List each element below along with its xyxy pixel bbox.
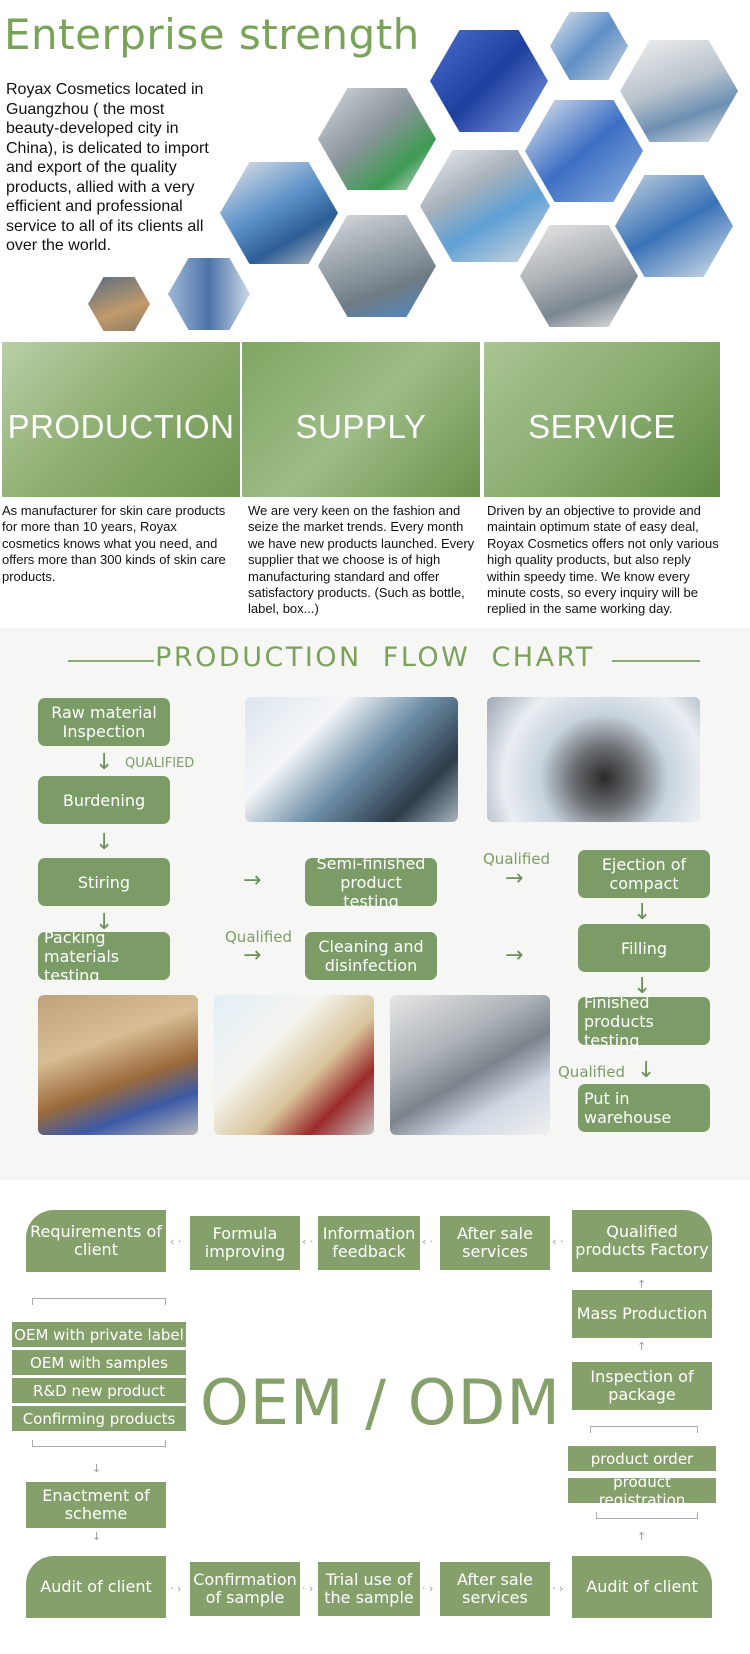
hex-photo-worker-gown: [220, 162, 338, 264]
page-title: Enterprise strength: [4, 10, 420, 59]
arrow-down-icon: ↓: [92, 1530, 102, 1543]
service-description: Driven by an objective to provide and ma…: [487, 503, 719, 617]
arrow-down-icon: ↓: [95, 830, 114, 855]
oem-confirmation-of-sample: Confirmation of sample: [190, 1562, 300, 1616]
arrow-left-icon: ‹ ·: [170, 1235, 182, 1248]
tile-supply-label: SUPPLY: [295, 408, 427, 445]
oem-product-order: product order: [568, 1446, 716, 1471]
arrow-down-icon: ↓: [95, 910, 114, 935]
supply-description: We are very keen on the fashion and seiz…: [248, 503, 475, 617]
photo-lab-worker: [245, 697, 458, 822]
step-cleaning: Cleaning and disinfection: [305, 932, 437, 980]
oem-formula-improving: Formula improving: [190, 1216, 300, 1270]
tile-production: PRODUCTION: [2, 342, 240, 497]
oem-right-bracket-top: [590, 1426, 698, 1433]
photo-packing-line: [214, 995, 374, 1135]
oem-right-bracket-bottom: [596, 1512, 698, 1519]
photo-warehouse: [38, 995, 198, 1135]
oem-mass-production: Mass Production: [572, 1290, 712, 1338]
oem-information-feedback: Information feedback: [318, 1216, 420, 1270]
step-ejection-of-compact: Ejection of compact: [578, 850, 710, 898]
step-stiring: Stiring: [38, 858, 170, 906]
oem-left-bracket-bottom: [32, 1440, 166, 1447]
hex-photo-lab-room: [620, 40, 738, 142]
oem-enactment-of-scheme: Enactment of scheme: [26, 1482, 166, 1528]
arrow-down-icon: ↓: [637, 1058, 656, 1083]
hex-photo-warehouse-boxes: [88, 277, 150, 331]
arrow-down-icon: ↓: [633, 974, 652, 999]
arrow-left-icon: ‹ ·: [552, 1235, 564, 1248]
oem-product-registration: product registration: [568, 1473, 716, 1509]
step-put-in-warehouse: Put in warehouse: [578, 1084, 710, 1132]
arrow-up-icon: ↑: [637, 1530, 647, 1543]
qualified-label: QUALIFIED: [125, 756, 195, 771]
title-rule-left: [68, 660, 154, 662]
hex-photo-tanks: [318, 215, 436, 317]
tile-production-label: PRODUCTION: [7, 408, 235, 445]
oem-audit-of-client-right: Audit of client: [572, 1556, 712, 1618]
oem-option-rd-new-product: R&D new product: [12, 1378, 186, 1403]
arrow-right-icon: →: [505, 943, 524, 968]
title-rule-right: [612, 660, 700, 662]
oem-audit-of-client-left: Audit of client: [26, 1556, 166, 1618]
oem-option-confirming-products: Confirming products: [12, 1406, 186, 1431]
arrow-up-icon: ↑: [637, 1278, 647, 1291]
oem-trial-use-of-sample: Trial use of the sample: [318, 1562, 420, 1616]
arrow-right-icon: →: [243, 868, 262, 893]
step-semi-finished-testing: Semi-finished product testing: [305, 854, 437, 911]
arrow-right-icon: →: [505, 866, 524, 891]
hex-photo-lab-worker: [420, 150, 550, 262]
arrow-right-icon: · ›: [422, 1582, 434, 1595]
arrow-right-icon: · ›: [302, 1582, 314, 1595]
hex-photo-packing-team: [525, 100, 643, 202]
arrow-left-icon: ‹ ·: [302, 1235, 314, 1248]
oem-requirements-of-client: Requirements of client: [26, 1210, 166, 1272]
step-filling: Filling: [578, 924, 710, 972]
photo-compact-machine: [487, 697, 700, 822]
step-finished-testing: Finished products testing: [578, 993, 710, 1050]
qualified-label: Qualified: [225, 928, 293, 946]
arrow-up-icon: ↑: [637, 1340, 647, 1353]
oem-option-private-label: OEM with private label: [12, 1322, 186, 1347]
hex-photo-gowns: [168, 258, 250, 330]
step-burdening: Burdening: [38, 776, 170, 824]
tile-service: SERVICE: [484, 342, 720, 497]
oem-after-sale-services-bottom: After sale services: [440, 1562, 550, 1616]
arrow-left-icon: ‹ ·: [422, 1235, 434, 1248]
intro-text: Royax Cosmetics located in Guangzhou ( t…: [6, 81, 209, 254]
arrow-down-icon: ↓: [92, 1462, 102, 1475]
production-description: As manufacturer for skin care products f…: [2, 503, 226, 584]
hex-photo-shelves: [520, 225, 638, 327]
arrow-right-icon: · ›: [170, 1582, 182, 1595]
qualified-label: Qualified: [558, 1063, 626, 1081]
oem-odm-title: OEM / ODM: [200, 1366, 561, 1439]
qualified-label: Qualified: [483, 850, 551, 868]
hex-photo-machine: [318, 88, 436, 190]
arrow-down-icon: ↓: [633, 900, 652, 925]
photo-production-tanks: [390, 995, 550, 1135]
arrow-right-icon: · ›: [552, 1582, 564, 1595]
oem-after-sale-services: After sale services: [440, 1216, 550, 1270]
tile-supply: SUPPLY: [242, 342, 480, 497]
oem-option-with-samples: OEM with samples: [12, 1350, 186, 1375]
step-raw-material: Raw material Inspection: [38, 698, 170, 746]
hex-photo-cleanroom: [550, 12, 628, 80]
hex-photo-equipment: [615, 175, 733, 277]
oem-qualified-products-factory: Qualified products Factory: [572, 1210, 712, 1272]
oem-inspection-of-package: Inspection of package: [572, 1362, 712, 1410]
arrow-down-icon: ↓: [95, 750, 114, 775]
tile-service-label: SERVICE: [528, 408, 676, 445]
oem-left-bracket-top: [32, 1298, 166, 1305]
step-packing-testing: Packing materials testing: [38, 928, 170, 985]
flow-chart-title: PRODUCTION FLOW CHART: [155, 642, 595, 673]
arrow-right-icon: →: [243, 943, 262, 968]
hex-photo-blue-barrels: [430, 30, 548, 132]
